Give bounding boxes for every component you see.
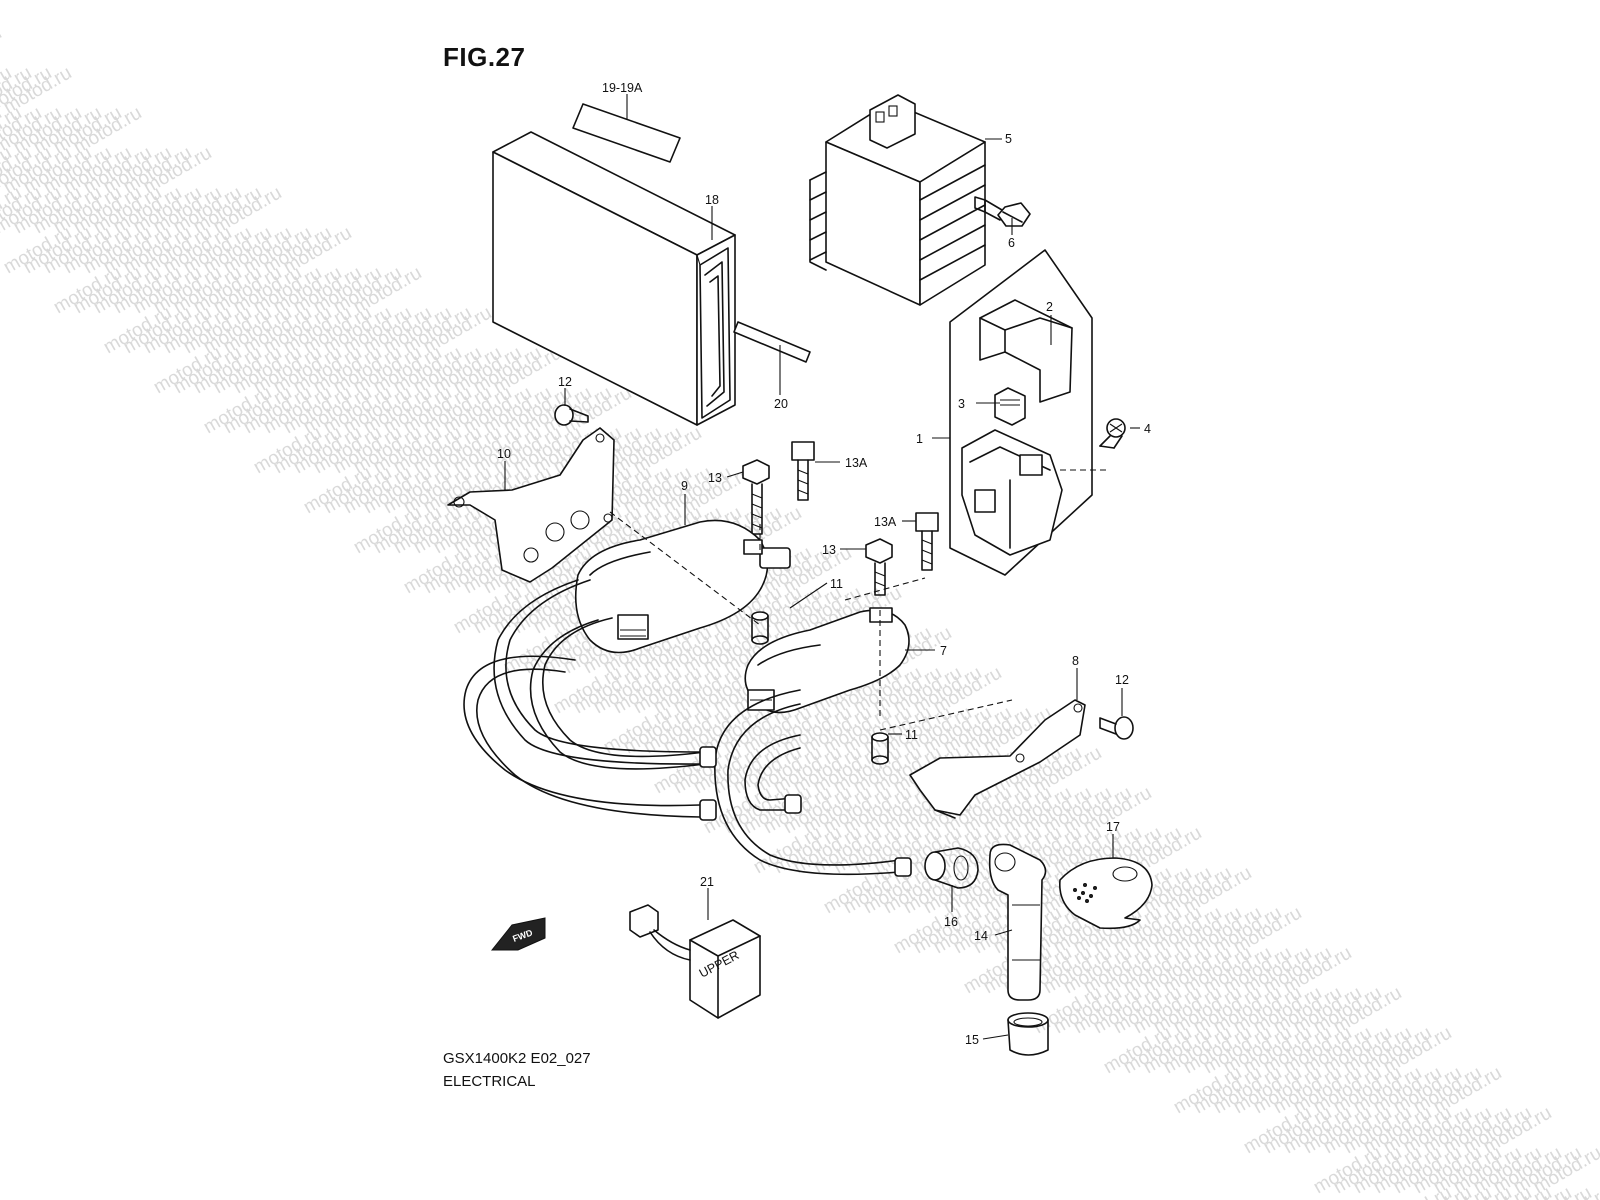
part-13-bolt-lower	[865, 538, 893, 596]
label-13-lower: 13	[822, 543, 836, 557]
label-1: 1	[916, 432, 923, 446]
high-tension-cords	[463, 579, 912, 877]
label-2: 2	[1046, 300, 1053, 314]
label-12-upper: 12	[558, 375, 572, 389]
label-5: 5	[1005, 132, 1012, 146]
label-6: 6	[1008, 236, 1015, 250]
part-8-bracket	[909, 699, 1086, 819]
fwd-arrow-icon: FWD	[490, 917, 546, 951]
part-20-strip	[733, 321, 811, 363]
model-code: GSX1400K2 E02_027	[443, 1050, 591, 1067]
section-name: ELECTRICAL	[443, 1073, 536, 1090]
part-10-bracket	[447, 427, 615, 583]
label-11-upper: 11	[830, 577, 843, 591]
part-12-bolt-lower	[1099, 716, 1134, 740]
label-13A-lower: 13A	[874, 515, 897, 529]
part-5-regulator	[809, 94, 986, 306]
part-15-seal	[1007, 1012, 1049, 1056]
part-11-spacer-lower	[871, 732, 889, 765]
part-13-bolt-upper	[742, 459, 770, 535]
part-19-label-plate	[572, 103, 681, 163]
leader-lines	[504, 94, 1140, 1040]
part-17-cover	[1058, 857, 1153, 930]
label-20: 20	[774, 397, 788, 411]
label-4: 4	[1144, 422, 1151, 436]
part-9-ignition-coil	[574, 519, 791, 654]
label-12-lower: 12	[1115, 673, 1129, 687]
label-10: 10	[497, 447, 511, 461]
label-11-lower: 11	[905, 728, 918, 742]
part-11-spacer-upper	[751, 611, 769, 645]
part-18-ecm-unit	[492, 131, 736, 426]
part-21-sensor: UPPER	[629, 904, 761, 1019]
part-labels: 19-19A 18 20 5 6 2 3 1 4 12 10 9 13 13A …	[497, 81, 1151, 1047]
label-21: 21	[700, 875, 714, 889]
label-13-upper: 13	[708, 471, 722, 485]
part-13A-bolt-lower	[915, 512, 939, 571]
part-4-screw	[1099, 418, 1126, 449]
label-7: 7	[940, 644, 947, 658]
label-18: 18	[705, 193, 719, 207]
figure-title: FIG.27	[443, 42, 526, 72]
label-16: 16	[944, 915, 958, 929]
part-12-bolt-upper	[554, 404, 589, 426]
part-13A-bolt-upper	[791, 441, 815, 501]
label-8: 8	[1072, 654, 1079, 668]
part-7-ignition-coil	[744, 607, 910, 714]
label-15: 15	[965, 1033, 979, 1047]
part-14-plug-cap	[988, 843, 1047, 1001]
label-17: 17	[1106, 820, 1120, 834]
label-9: 9	[681, 479, 688, 493]
label-13A-upper: 13A	[845, 456, 868, 470]
part-16-grommet	[924, 847, 979, 889]
part-6-screw	[974, 196, 1031, 227]
part-1-starter-relay-group	[949, 249, 1110, 576]
label-19-19A: 19-19A	[602, 81, 643, 95]
label-3: 3	[958, 397, 965, 411]
label-14: 14	[974, 929, 988, 943]
